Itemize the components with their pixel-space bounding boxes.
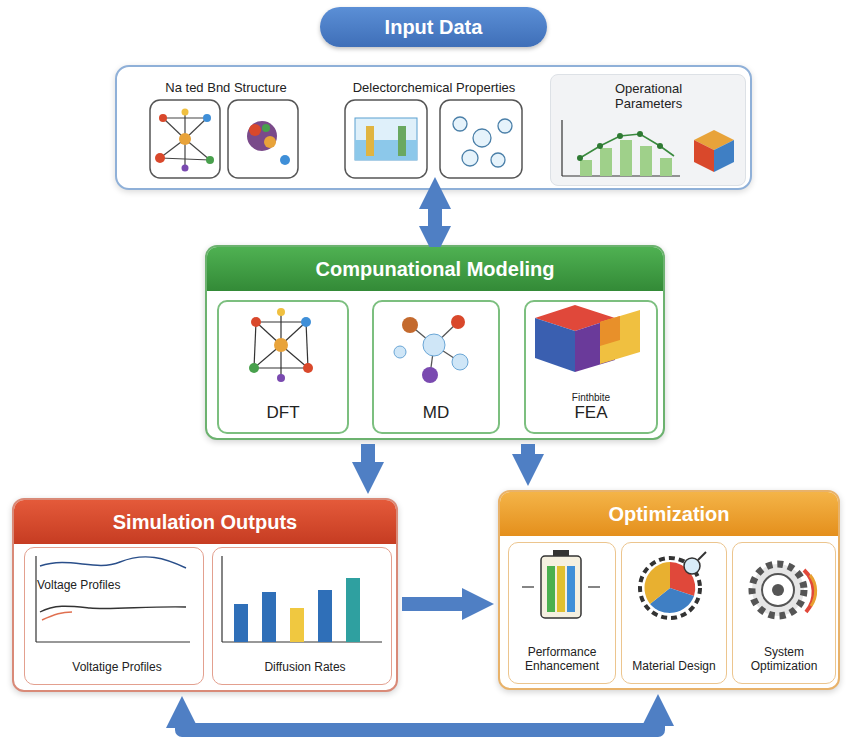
node-label: MD [423,403,449,422]
goal-card: Material Design [621,542,727,684]
method-card: FinthbiteFEA [524,300,658,434]
axis [35,556,36,642]
structure-icon [150,100,298,178]
outputs-box: Simulation OutputsVoltage ProfilesVoltat… [12,498,398,692]
points [577,131,663,161]
voltage-curve [40,606,186,612]
structure-group: Na ted Bnd Structure [142,74,310,186]
md-bonds [410,322,460,375]
flow-arrow [182,726,658,730]
gear-icon [752,564,816,616]
output-card: Voltage ProfilesVoltatige Profiles [24,547,204,685]
optimization-box: OptimizationPerformance EnhancementMater… [498,490,840,690]
voltage-chart [36,556,190,642]
input-panel: Input DataNa ted Bnd StructureDelectorch… [115,65,752,190]
node-label: Compunational Modeling [207,247,663,291]
node-sublabel: Voltatige Profiles [72,660,161,674]
cell-tank [355,118,417,160]
electrode [366,126,374,156]
flow-arrow [521,444,535,454]
flow-arrow [402,597,462,611]
output-card: Diffusion Rates [212,547,392,685]
axis [561,120,562,176]
electrolyte [355,140,417,160]
node-label: Na ted Bnd Structure [165,80,286,95]
icon-frame [228,100,298,178]
node-label: Optimization [500,492,838,536]
pill-holder: Input Data [320,7,547,47]
molecule-atoms [155,109,214,172]
title-pill: Input Data [320,7,547,47]
axis [36,641,190,642]
bars [580,140,672,176]
battery-icon [522,550,600,618]
molecule-bonds [160,112,210,168]
node-sublabel: FEA [574,403,607,422]
dft-icon [249,308,313,382]
goal-card: Performance Enhancement [508,542,616,684]
icon-frame [440,100,522,178]
icon-frame [150,100,220,178]
axis [222,641,382,642]
material-gauge-icon [640,552,706,618]
node-label: Performance Enhancement [513,645,611,673]
axis [562,175,680,176]
axis [221,556,222,642]
parameter-chart [562,120,734,176]
lattice-bonds [254,312,308,378]
node-label: Delectorchemical Properties [353,80,516,95]
cluster-icon [247,121,290,165]
cube-icon [694,130,734,172]
bubble-chain [453,117,512,167]
node-label: Voltage Profiles [37,578,120,592]
node-label: Simulation Outputs [14,500,396,544]
node-label: Material Design [632,659,715,673]
goal-card: System Optimization [732,542,836,684]
parameters-panel: Operational Parameters [550,74,746,186]
diffusion-chart [222,556,382,642]
flow-arrow [428,209,442,226]
node-label: Finthbite [572,392,610,403]
node-label: Diffusion Rates [264,660,345,674]
voltage-curve [42,612,72,620]
trend-line [580,134,674,158]
flow-arrow [361,444,375,462]
bars [234,578,360,642]
electrode [398,126,406,156]
node-label: System Optimization [737,645,831,673]
voltage-curve [40,557,186,568]
md-icon [394,315,468,383]
md-atoms [394,315,468,383]
electrochemical-icon [345,100,522,178]
properties-group: Delectorchemical Properties [334,74,534,186]
method-card: MD [372,300,500,434]
node-label: Operational Parameters [615,81,735,111]
fea-icon [535,305,640,372]
icon-frame [345,100,427,178]
lattice-atoms [249,308,313,382]
method-card: DFT [217,300,349,434]
node-label: DFT [266,403,299,422]
modeling-box: Compunational ModelingDFT MD FinthbiteFEA [205,245,665,440]
